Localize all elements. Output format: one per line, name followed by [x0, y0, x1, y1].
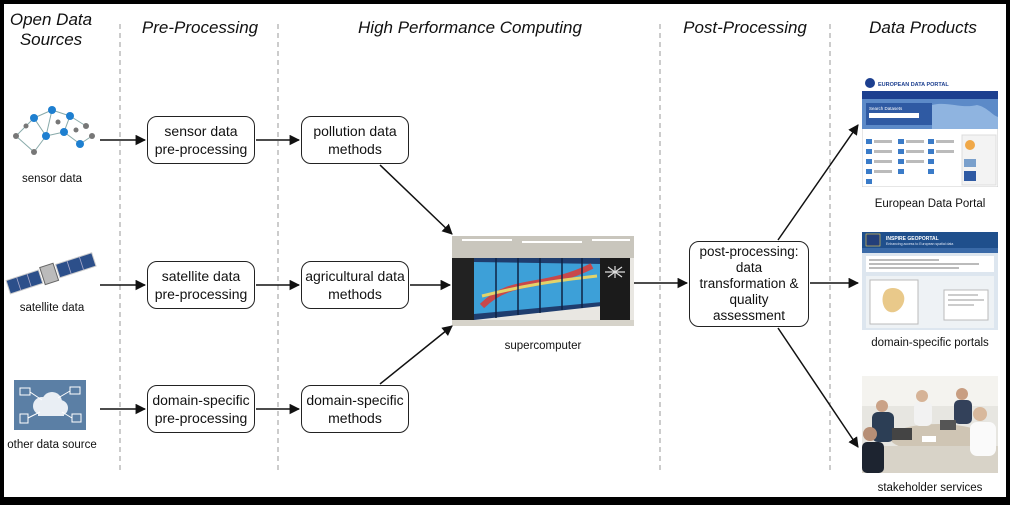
column-title-hpc: High Performance Computing	[358, 18, 582, 37]
column-title-post-processing: Post-Processing	[683, 18, 807, 37]
post-processing-box: post-processing: data transformation & q…	[689, 241, 809, 327]
edp-thumbnail-search: Search Datasets	[869, 106, 903, 111]
arrow-post-to-stakeholder	[777, 327, 859, 448]
source-label-satellite: satellite data	[19, 302, 85, 314]
source-label-sensor: sensor data	[21, 173, 83, 185]
supercomputer-image	[452, 236, 634, 326]
sensor-network-icon	[13, 106, 95, 155]
agricultural-methods-box: agricultural data methods	[301, 261, 409, 309]
column-title-open-data-sources: Open Data Sources	[9, 10, 93, 49]
inspire-thumbnail-title: INSPIRE GEOPORTAL	[886, 236, 939, 242]
product-label-domain-portals: domain-specific portals	[871, 337, 989, 349]
european-data-portal-thumbnail: EUROPEAN DATA PORTAL Search Datasets	[862, 75, 998, 187]
arrow-domain-to-supercomputer	[379, 325, 453, 385]
pollution-methods-box: pollution data methods	[301, 116, 409, 164]
sensor-pre-processing-box: sensor data pre-processing	[147, 116, 255, 164]
domain-portal-thumbnail: INSPIRE GEOPORTAL Enhancing access to Eu…	[862, 232, 998, 330]
arrow-pollution-to-supercomputer	[379, 164, 453, 235]
column-title-pre-processing: Pre-Processing	[141, 18, 259, 37]
product-label-edp: European Data Portal	[874, 198, 986, 210]
product-label-stakeholder: stakeholder services	[877, 482, 983, 494]
source-label-other: other data source	[7, 439, 97, 451]
domain-pre-processing-box: domain-specific pre-processing	[147, 385, 255, 433]
supercomputer-label: supercomputer	[504, 340, 582, 352]
domain-methods-box: domain-specific methods	[301, 385, 409, 433]
edp-thumbnail-title: EUROPEAN DATA PORTAL	[878, 82, 949, 88]
satellite-pre-processing-box: satellite data pre-processing	[147, 261, 255, 309]
satellite-icon	[5, 252, 97, 295]
stakeholder-meeting-photo	[862, 376, 998, 473]
cloud-data-icon	[14, 380, 86, 430]
inspire-thumbnail-subtitle: Enhancing access to European spatial dat…	[886, 242, 953, 246]
column-title-data-products: Data Products	[869, 18, 977, 37]
arrow-post-to-edp	[777, 124, 859, 241]
